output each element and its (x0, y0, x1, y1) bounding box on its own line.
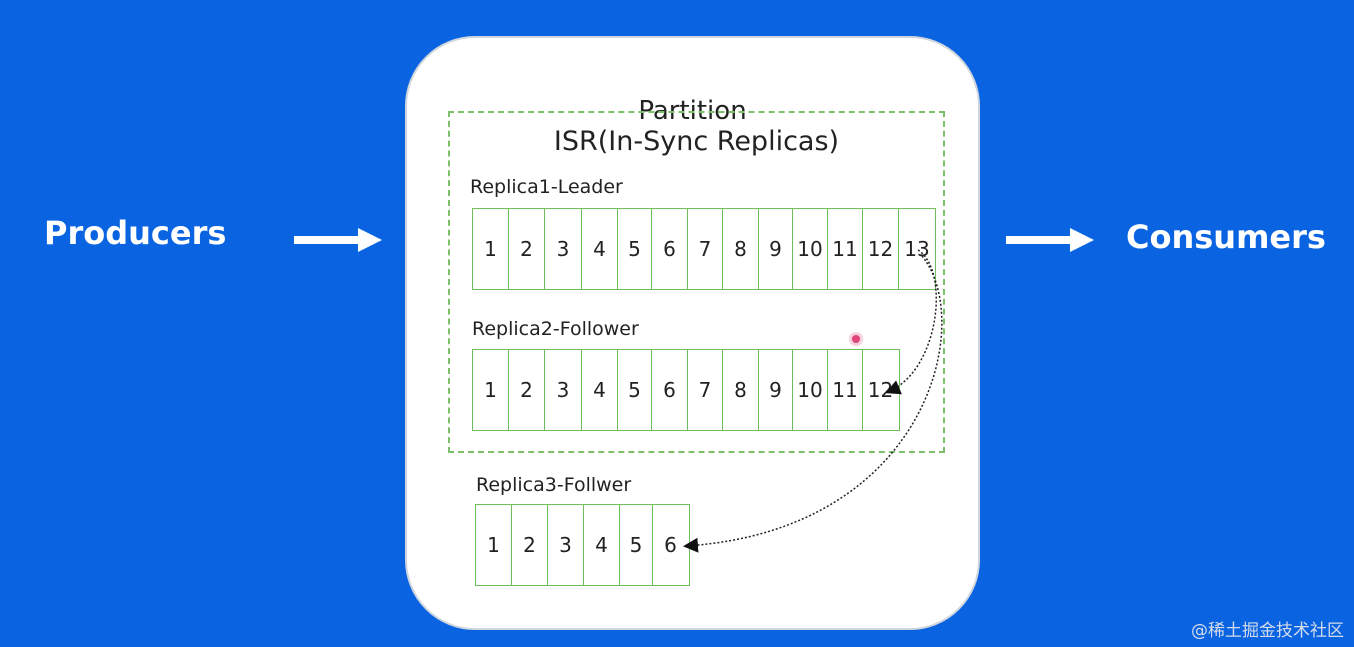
log-cell: 10 (791, 349, 829, 431)
consumers-label: Consumers (1126, 218, 1326, 256)
log-cell: 2 (507, 208, 546, 290)
log-cell: 4 (580, 208, 619, 290)
log-cell: 12 (861, 349, 900, 431)
log-cell: 1 (472, 349, 509, 431)
log-cell: 1 (472, 208, 509, 290)
log-cell: 13 (898, 208, 936, 290)
log-cell: 2 (510, 504, 549, 586)
log-cell: 1 (475, 504, 512, 586)
replica1-label: Replica1-Leader (470, 176, 623, 198)
log-cell: 9 (758, 349, 793, 431)
replica3-label: Replica3-Follwer (476, 474, 632, 496)
log-cell: 5 (617, 349, 652, 431)
log-cell: 12 (861, 208, 900, 290)
log-cell: 4 (582, 504, 621, 586)
log-cell: 5 (619, 504, 653, 586)
log-cell: 6 (650, 349, 689, 431)
log-cell: 6 (650, 208, 689, 290)
log-cell: 9 (758, 208, 793, 290)
log-cell: 8 (721, 208, 760, 290)
watermark: @稀土掘金技术社区 (1191, 621, 1344, 641)
replica2-label: Replica2-Follower (472, 318, 639, 340)
log-cell: 7 (687, 208, 723, 290)
log-cell: 10 (791, 208, 829, 290)
log-cell: 11 (827, 208, 863, 290)
isr-title: ISR(In-Sync Replicas) (553, 126, 840, 157)
log-cell: 3 (544, 208, 582, 290)
log-cell: 3 (547, 504, 584, 586)
log-cell: 4 (580, 349, 619, 431)
cursor-dot (852, 335, 860, 343)
log-cell: 5 (617, 208, 652, 290)
log-cell: 11 (827, 349, 863, 431)
log-cell: 2 (507, 349, 546, 431)
right-arrow-icon (1006, 228, 1094, 252)
log-cell: 3 (544, 349, 582, 431)
producers-label: Producers (44, 214, 227, 252)
log-cell: 6 (651, 504, 690, 586)
right-arrow-icon (294, 228, 382, 252)
log-cell: 7 (687, 349, 723, 431)
log-cell: 8 (721, 349, 760, 431)
